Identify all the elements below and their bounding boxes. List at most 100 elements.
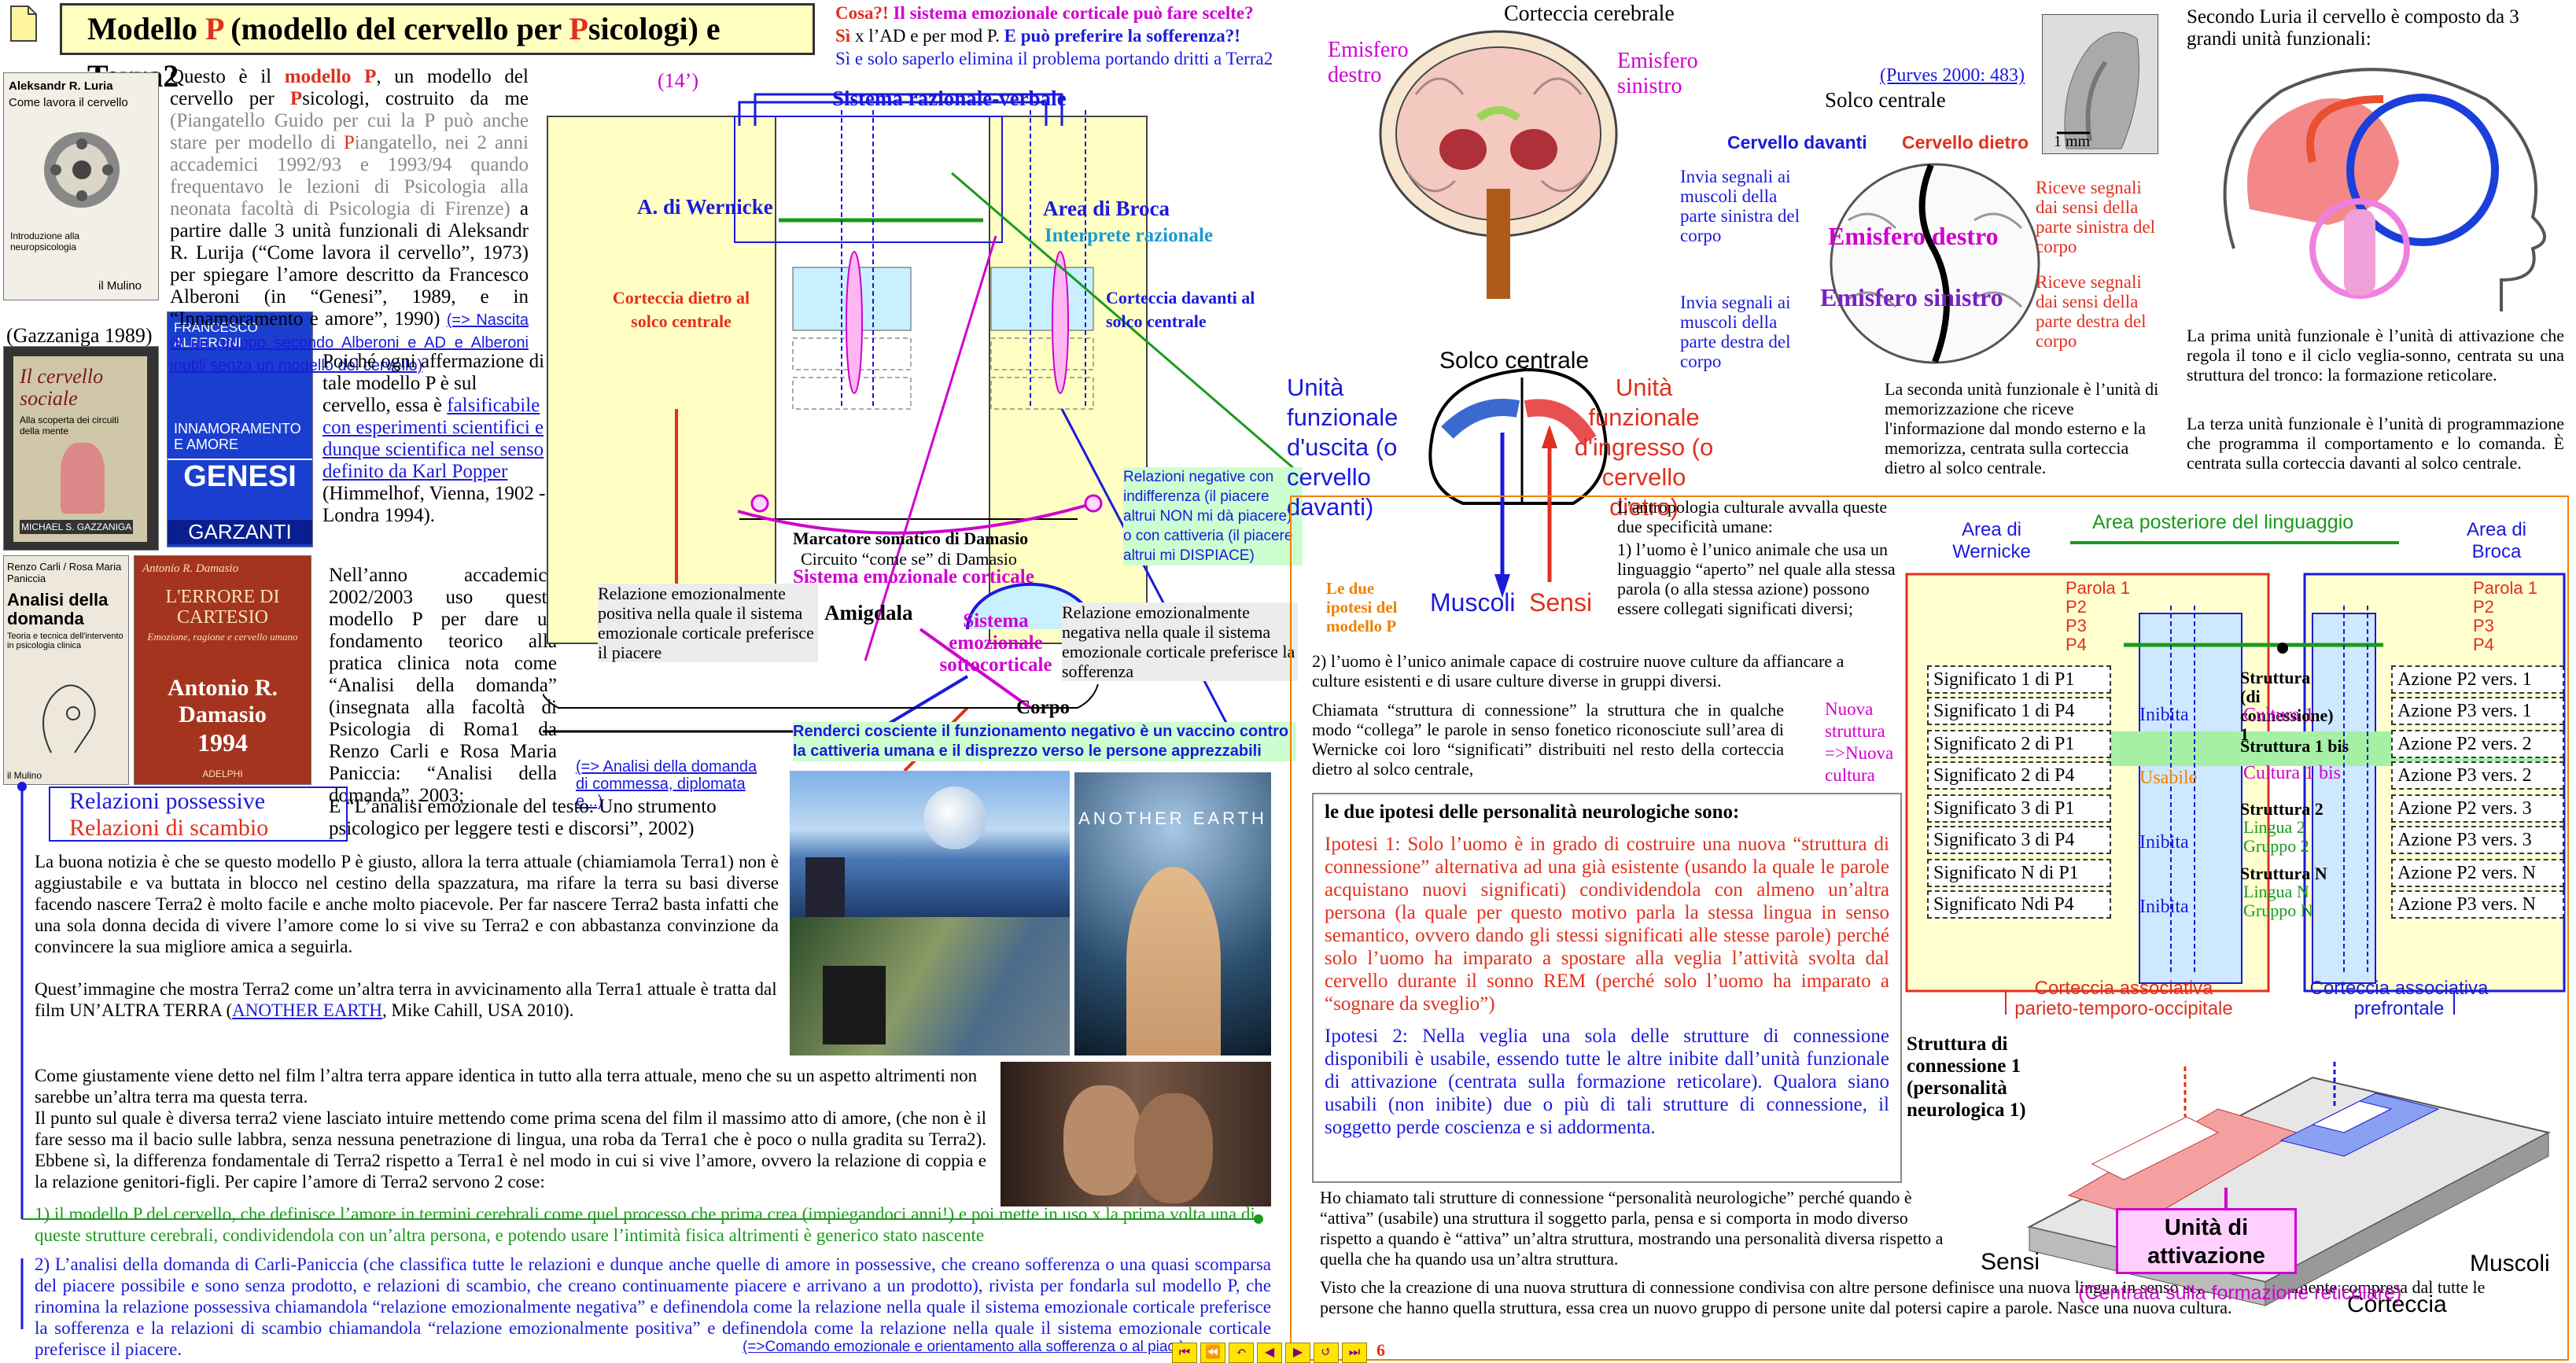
nav-return-button[interactable]: ↺	[1314, 1343, 1339, 1363]
movie-poster: ANOTHER EARTH	[1074, 772, 1271, 1055]
anthro-panel	[1290, 495, 2569, 1361]
carli-text: Nell’anno accademico 2002/2003 uso quest…	[329, 565, 557, 806]
personality-text: Ho chiamato tali strutture di connession…	[1320, 1188, 1944, 1269]
nav-next-button[interactable]: ▶	[1285, 1343, 1310, 1363]
label-block-muscoli: Muscoli	[2470, 1251, 2550, 1276]
book-gazzaniga: Il cervello sociale Alla scoperta dei ci…	[3, 346, 159, 551]
lingua-2: Lingua 2 Gruppo 2	[2243, 817, 2309, 856]
azione-4: Azione P2 vers. 3	[2391, 794, 2564, 823]
nav-prev-section-button[interactable]: ⏪	[1200, 1343, 1225, 1363]
link-another-earth[interactable]: ANOTHER EARTH	[232, 1000, 383, 1020]
label-marcatore: Marcatore somatico di Damasio	[793, 529, 1029, 548]
anthro-3: Chiamata “struttura di connessione” la s…	[1312, 700, 1784, 779]
usabile: Usabile	[2139, 768, 2198, 788]
luria-terza-text: La terza unità funzionale è l’unità di p…	[2187, 414, 2564, 473]
movie-still-kiss	[1001, 1062, 1271, 1206]
label-em-sinistro: Emisfero sinistro	[1820, 283, 2003, 311]
label-em-destro: Emisfero destro	[1828, 222, 1999, 250]
azione-5: Azione P3 vers. 3	[2391, 826, 2564, 854]
label-nuova-struttura: Nuova struttura =>Nuova cultura	[1825, 699, 1894, 785]
label-invia-dx: Invia segnali ai muscoli della parte des…	[1680, 293, 1791, 371]
sign-2: Significato 2 di P1	[1927, 730, 2111, 758]
label-sist-em-cort: Sistema emozionale corticale	[793, 566, 1034, 588]
label-ass-pre: Corteccia associativa prefrontale	[2309, 978, 2489, 1019]
page-title: Modello P (modello del cervello per Psic…	[60, 3, 815, 94]
brain-coronal-illustration	[1369, 16, 1628, 315]
azione-0: Azione P2 vers. 1	[2391, 665, 2564, 694]
sign-3: Significato 2 di P4	[1927, 761, 2111, 790]
label-rel-pos: Relazione emozionalmente positiva nella …	[598, 584, 818, 662]
label-lang-wernicke: Area di Wernicke	[1952, 519, 2031, 562]
label-ass-par: Corteccia associativa parieto-temporo-oc…	[2014, 978, 2233, 1019]
book-carli: Renzo Carli / Rosa Maria Paniccia Analis…	[3, 555, 129, 785]
seconda-unita-text: La seconda unità funzionale è l’unità di…	[1885, 379, 2159, 477]
label-area-posteriore: Area posteriore del linguaggio	[2092, 511, 2354, 533]
struttura-n: Struttura N	[2240, 864, 2327, 883]
terra-p3: Come giustamente viene detto nel film l’…	[35, 1066, 978, 1107]
terra-p6: 2) L’analisi della domanda di Carli-Pani…	[35, 1254, 1271, 1359]
sign-7: Significato Ndi P4	[1927, 890, 2111, 919]
terra-p4: Il punto sul quale è diversa terra2 vien…	[35, 1108, 986, 1192]
gazzaniga-label: (Gazzaniga 1989)	[6, 324, 153, 347]
link-analisi[interactable]: (=> Analisi della domanda di commessa, d…	[576, 758, 757, 810]
label-corteccia-dietro: Corteccia dietro al solco centrale	[612, 288, 750, 331]
label-cervello-davanti: Cervello davanti	[1727, 132, 1867, 153]
label-lang-broca: Area di Broca	[2466, 519, 2527, 562]
label-centrata: (Centrata sulla formazione reticolare)	[2078, 1282, 2402, 1304]
hemispheres-diagram	[1825, 157, 2045, 370]
intro-text: Questo è il modello P, un modello del ce…	[170, 66, 529, 374]
cultura-1bis: Cultura 1 bis	[2243, 763, 2341, 783]
struttura-1: Struttura (di connessione) 1	[2240, 668, 2334, 744]
struttura-1bis: Struttura 1 bis	[2240, 736, 2349, 756]
struttura-2: Struttura 2	[2240, 799, 2324, 819]
nav-last-button[interactable]: ⏭	[1342, 1343, 1367, 1363]
language-diagram: Area posteriore del linguaggio Area di W…	[1903, 503, 2572, 1022]
label-due-ipotesi: Le due ipotesi del modello P	[1326, 579, 1398, 635]
sign-5: Significato 3 di P4	[1927, 826, 2111, 854]
nav-first-button[interactable]: ⏮	[1172, 1343, 1197, 1363]
nav-back-button[interactable]: ↶	[1229, 1343, 1254, 1363]
label-sensi: Sensi	[1529, 588, 1593, 617]
solco-diagram	[1416, 346, 1620, 606]
nav-bar: ⏮⏪↶◀▶↺⏭ 6	[1172, 1340, 1385, 1363]
sign-4: Significato 3 di P1	[1927, 794, 2111, 823]
label-rel-neg-green: Relazioni negative con indifferenza (il …	[1123, 467, 1303, 565]
popper-text: Poiché ogni affermazione di tale modello…	[322, 351, 546, 526]
label-solco: Solco centrale	[1439, 348, 1590, 374]
luria-head-illustration	[2187, 52, 2572, 311]
anthro-2: 2) l’uomo è l’unico animale capace di co…	[1312, 651, 1844, 691]
relations-box: Relazioni possessive Relazioni di scambi…	[49, 786, 348, 842]
link-popper[interactable]: falsificabile con esperimenti scientific…	[322, 395, 544, 482]
luria-prima-text: La prima unità funzionale è l’unità di a…	[2187, 326, 2564, 385]
nav-page-number: 6	[1376, 1340, 1385, 1360]
histology-image: 1 mm	[2042, 14, 2158, 154]
label-vaccino: Renderci cosciente il funzionamento nega…	[793, 722, 1296, 761]
book-luria: Aleksandr R. Luria Come lavora il cervel…	[3, 72, 159, 300]
unita-attivazione: Unità di attivazione	[2116, 1208, 2297, 1274]
anthro-intro: L’antropologia culturale avvalla queste …	[1617, 497, 1896, 618]
inibita-2: Inibita	[2139, 832, 2189, 853]
document-icon[interactable]	[9, 5, 38, 42]
hypotheses-box: le due ipotesi delle personalità neurolo…	[1312, 793, 1902, 1183]
azione-1: Azione P3 vers. 1	[2391, 697, 2564, 725]
label-amigdala: Amigdala	[824, 601, 913, 624]
question-box: Cosa?! Il sistema emozionale corticale p…	[835, 3, 1273, 68]
label-corteccia-davanti: Corteccia davanti al solco centrale	[1106, 288, 1255, 331]
link-comando[interactable]: (=>Comando emozionale e orientamento all…	[743, 1339, 1185, 1355]
inibita-1: Inibita	[2139, 705, 2189, 725]
brain-model-diagram: Sistema razionale-verbale A. di Wernicke…	[537, 79, 1397, 786]
azione-7: Azione P3 vers. N	[2391, 890, 2564, 919]
label-ric-sx: Riceve segnali dai sensi della parte sin…	[2036, 178, 2156, 256]
label-emisfero-sinistro: Emisfero sinistro	[1617, 49, 1698, 98]
label-corteccia-cerebrale: Corteccia cerebrale	[1504, 2, 1675, 26]
lingua-n: Lingua N Gruppo N	[2243, 882, 2313, 920]
azione-2: Azione P2 vers. 2	[2391, 730, 2564, 758]
movie-still-car	[823, 966, 886, 1044]
nav-prev-button[interactable]: ◀	[1257, 1343, 1282, 1363]
label-wernicke: A. di Wernicke	[637, 195, 773, 219]
link-alberoni[interactable]: (=> Nascita di un gruppo secondo Alberon…	[170, 311, 529, 374]
movie-still-earth	[790, 771, 1070, 917]
sign-0: Significato 1 di P1	[1927, 665, 2111, 694]
